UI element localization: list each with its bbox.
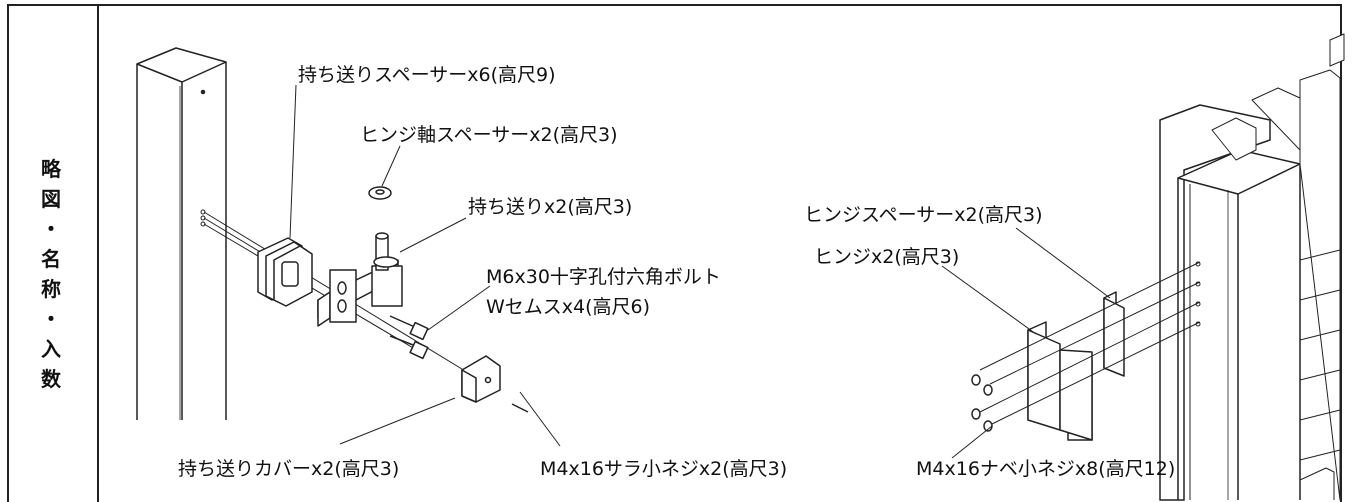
side-char: 図: [41, 187, 61, 211]
label-bolt-line1: M6x30十字孔付六角ボルト: [486, 266, 721, 288]
bolt-illustration: [389, 315, 429, 360]
label-nabe-screw: M4x16ナベ小ネジx8(高尺12): [916, 458, 1176, 480]
label-sara-screw: M4x16サラ小ネジx2(高尺3): [540, 458, 788, 480]
hinge-axis-spacer-washer: [368, 186, 392, 200]
label-hinge-spacer: ヒンジスペーサーx2(高尺3): [804, 204, 1043, 226]
side-header-cell: 略 図 ・ 名 称 ・ 入 数: [7, 4, 99, 502]
leader-lines-right: [941, 227, 1111, 459]
side-char: 称: [41, 277, 61, 301]
spacer-stack-illustration: [257, 237, 313, 307]
post-illustration: [136, 47, 227, 420]
mochiokuri-bracket-illustration: [317, 232, 403, 327]
side-header-label: 略 図 ・ 名 称 ・ 入 数: [7, 154, 95, 394]
label-cover: 持ち送りカバーx2(高尺3): [178, 458, 400, 480]
side-char: 入: [41, 337, 61, 361]
nabe-screws-illustration: [971, 374, 993, 432]
label-bolt-line2: Wセムスx4(高尺6): [486, 296, 651, 318]
sara-screw-illustration: [511, 403, 529, 413]
leader-lines-left: [289, 84, 561, 447]
diagram-frame: [7, 4, 1342, 502]
label-mochiokuri: 持ち送りx2(高尺3): [468, 196, 633, 218]
side-char: 数: [41, 367, 61, 391]
gate-frame-illustration: [1159, 33, 1345, 501]
label-hinge: ヒンジx2(高尺3): [814, 246, 960, 268]
label-spacer-x6: 持ち送りスペーサーx6(高尺9): [298, 64, 556, 86]
screw-axis-lines-right: [979, 261, 1201, 425]
side-char: ・: [41, 217, 61, 241]
side-char: 略: [41, 157, 61, 181]
label-hinge-axis-spacer: ヒンジ軸スペーサーx2(高尺3): [360, 124, 618, 146]
side-char: ・: [41, 307, 61, 331]
side-char: 名: [41, 247, 61, 271]
cover-illustration: [461, 355, 501, 403]
hinge-illustration: [1027, 321, 1093, 441]
